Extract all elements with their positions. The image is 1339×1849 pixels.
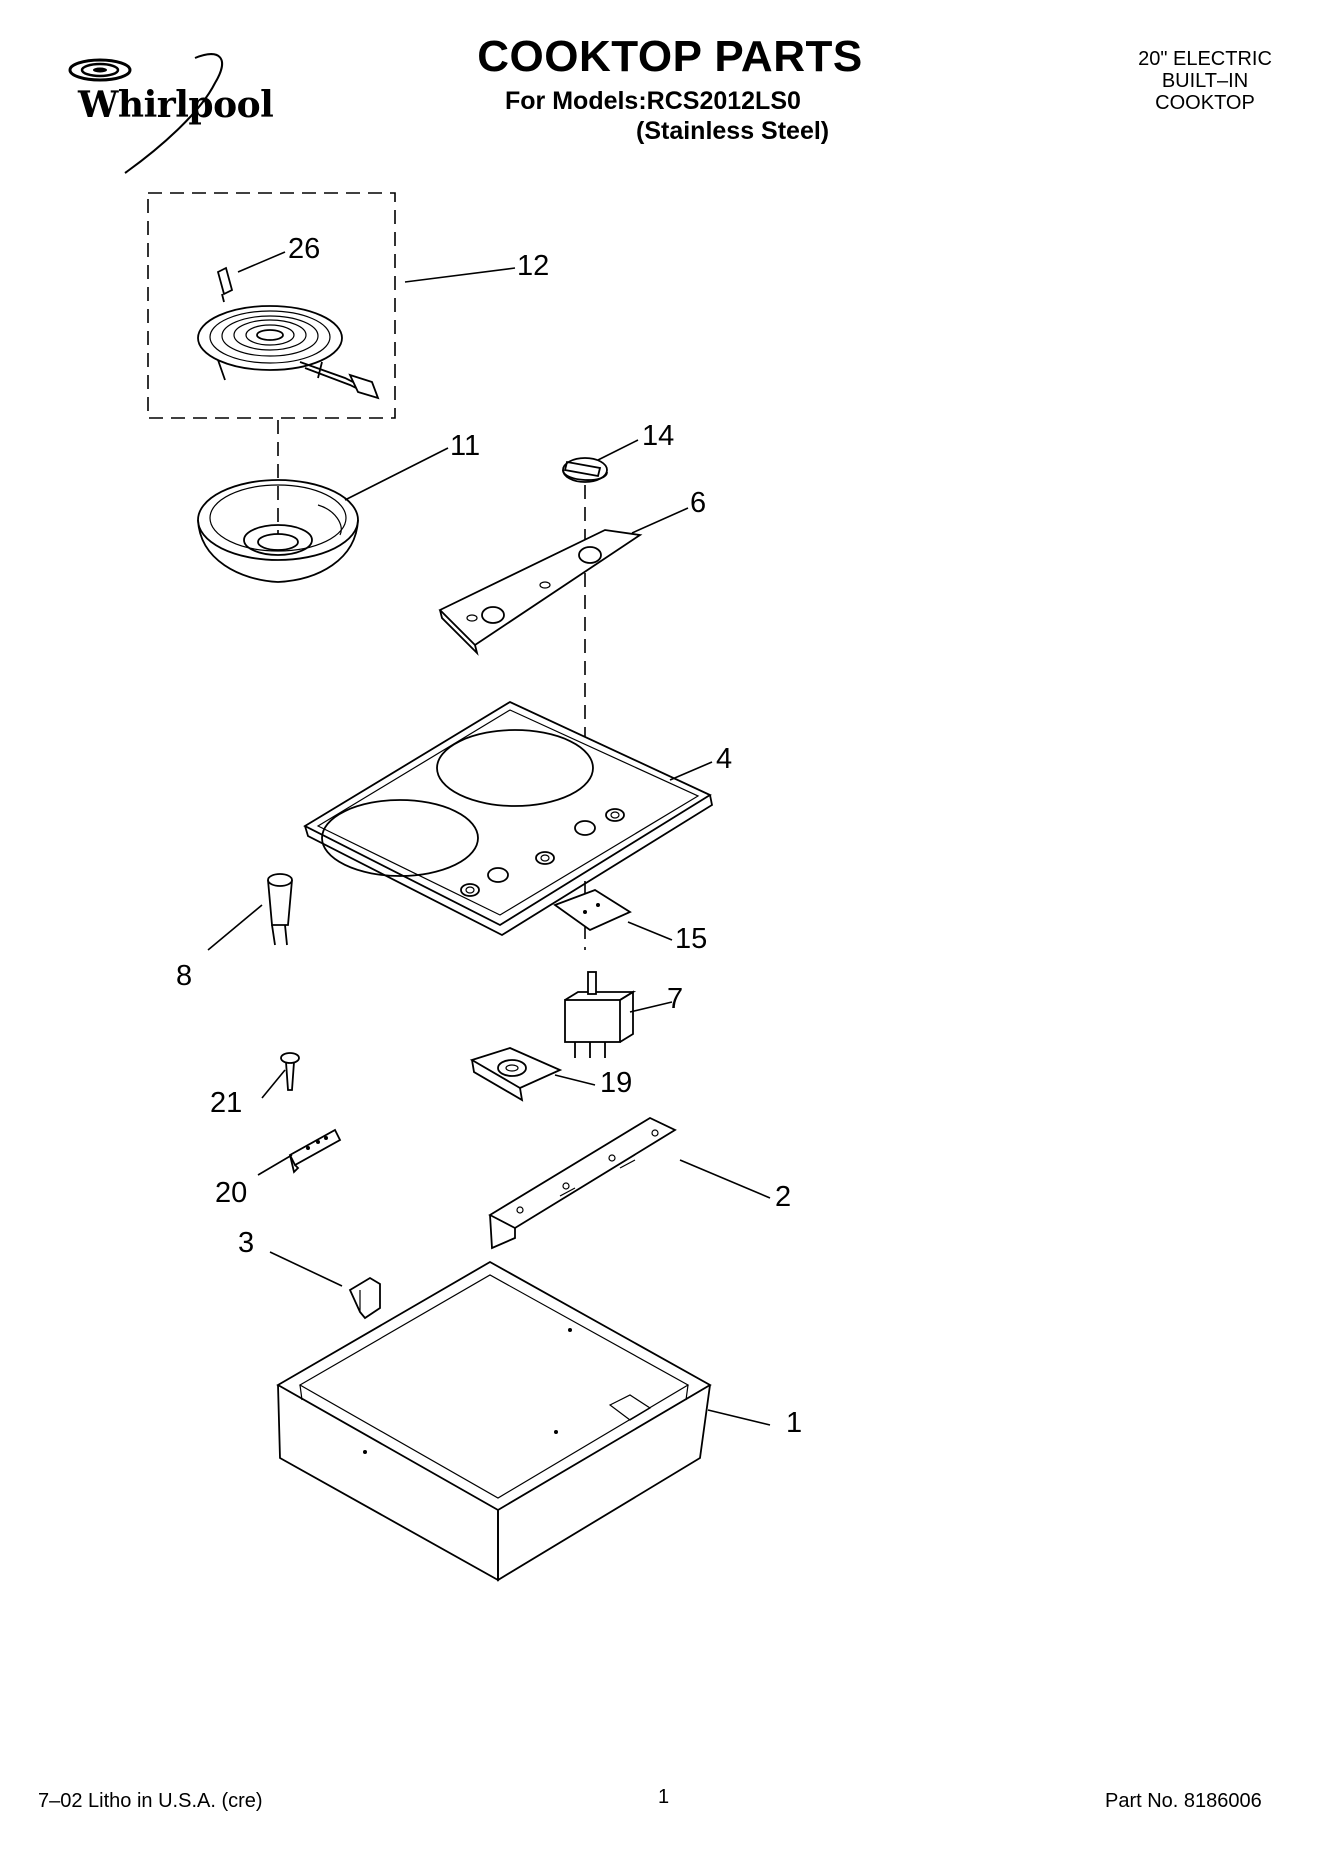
corner-bracket-part [348,1276,381,1320]
callout-21: 21 [210,1087,242,1119]
callout-2: 2 [775,1181,791,1213]
callout-3: 3 [238,1227,254,1259]
whirlpool-logo [45,48,295,178]
callout-15: 15 [675,923,707,955]
product-type-line-2: BUILT–IN [1161,70,1249,92]
cooktop-box-part [276,1260,712,1582]
control-panel-part [438,529,643,656]
switch-bracket-part [469,1047,563,1102]
insulator-pad-part [553,889,632,932]
callout-6: 6 [690,487,706,519]
litho-note: 7–02 Litho in U.S.A. (cre) [38,1790,263,1812]
infinite-switch-part [564,971,637,1058]
callout-20: 20 [215,1177,247,1209]
page-title: COOKTOP PARTS [477,32,863,81]
mounting-bracket-part [288,1128,342,1174]
part-number: Part No. 8186006 [1105,1790,1262,1812]
logo-swirl-icon [68,53,224,174]
callout-14: 14 [642,420,674,452]
callout-19: 19 [600,1067,632,1099]
screw-part [280,1052,300,1091]
callout-11: 11 [450,430,480,462]
callout-26: 26 [288,233,320,265]
drip-bowl-part [197,479,359,583]
callout-8: 8 [176,960,192,992]
cooktop-top-part [303,700,714,937]
product-type-line-3: COOKTOP [1155,92,1255,114]
product-type-line-1: 20" ELECTRIC [1138,48,1272,70]
indicator-light-part [267,873,293,946]
models-line: For Models:RCS2012LS0 [505,87,801,115]
surface-element-part [197,305,380,400]
finish-line: (Stainless Steel) [636,117,830,145]
element-assembly-box [147,192,396,419]
control-knob-part [562,457,608,483]
page-number: 1 [658,1786,670,1808]
product-type-block: 20" ELECTRIC BUILT–IN COOKTOP [1110,48,1300,114]
callout-4: 4 [716,743,732,775]
callout-7: 7 [667,983,683,1015]
control-bracket-part [488,1116,677,1250]
terminal-clip-part [216,266,234,303]
callout-1: 1 [786,1407,802,1439]
callout-12: 12 [517,250,549,282]
brand-name: Whirlpool [78,84,274,126]
